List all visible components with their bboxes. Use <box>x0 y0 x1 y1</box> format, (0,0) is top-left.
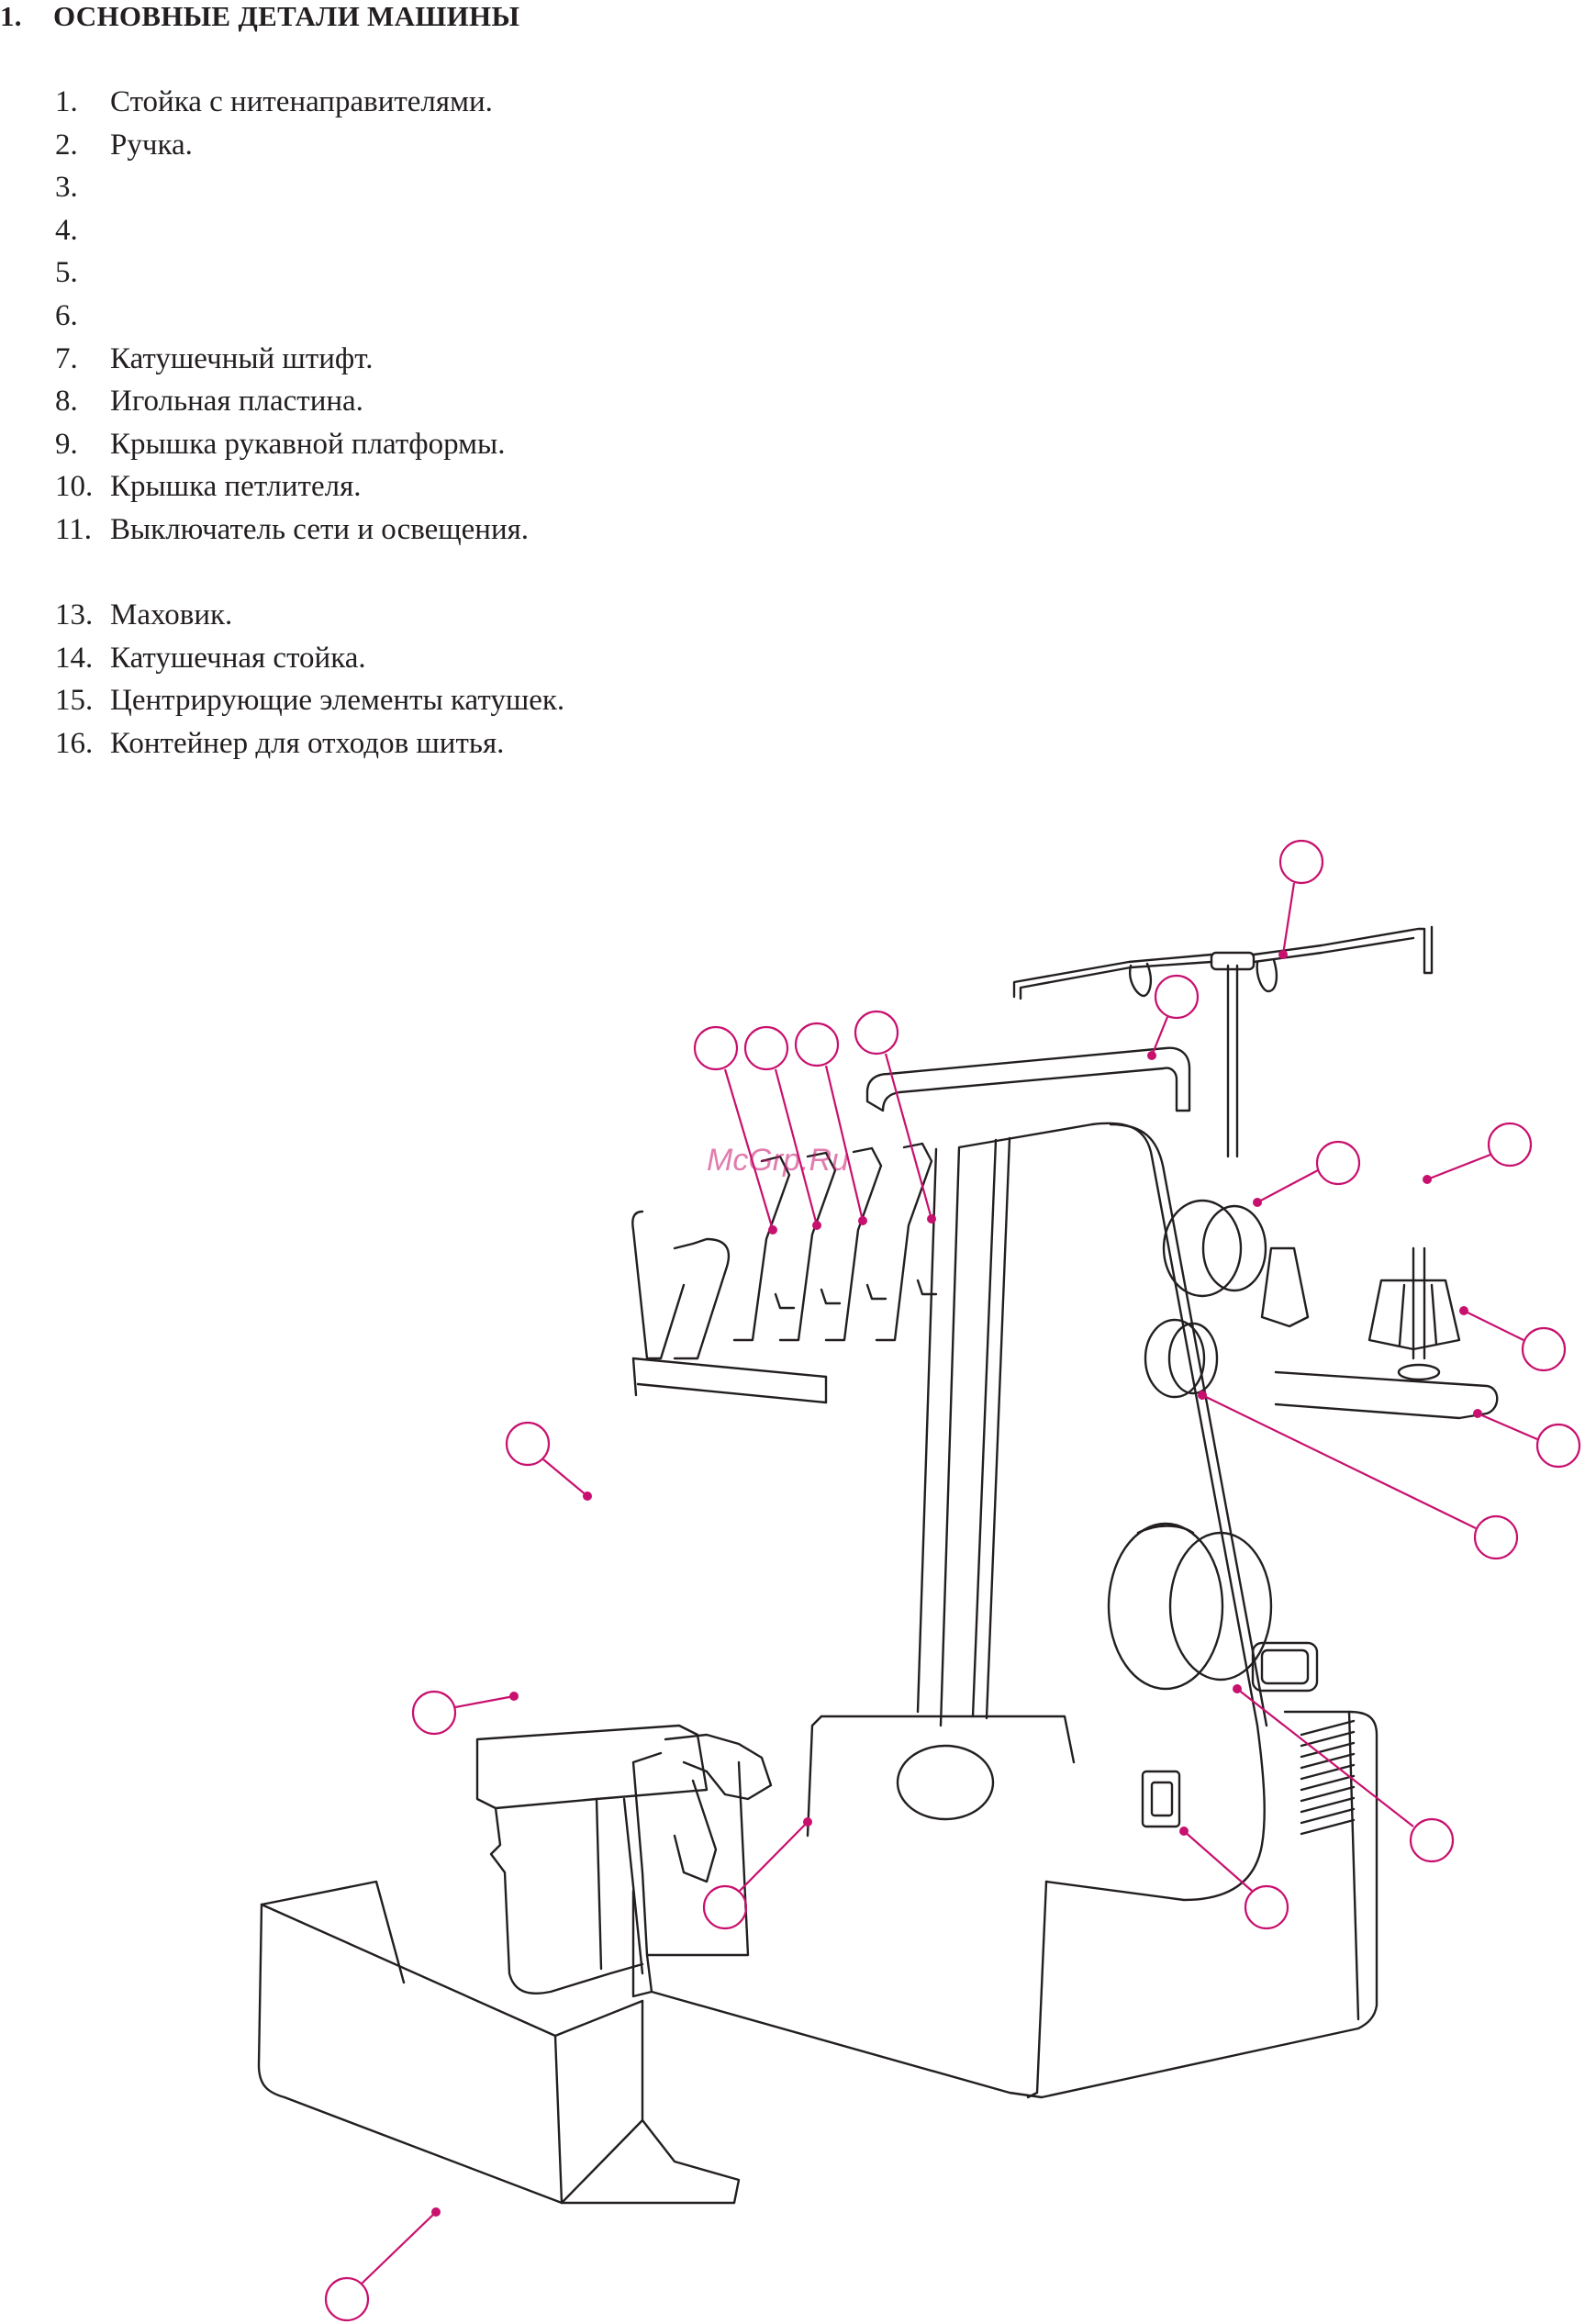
item-number: 15. <box>55 684 94 718</box>
item-number: 7. <box>55 341 78 375</box>
list-item: 2. Ручка. <box>55 124 564 167</box>
callout-1-icon <box>1278 839 1324 885</box>
handle-icon <box>865 1046 1191 1112</box>
item-label: Катушечная стойка. <box>110 641 366 675</box>
item-number: 8. <box>55 385 78 419</box>
item-number: 4. <box>55 213 78 247</box>
callout-dots <box>431 950 1482 2217</box>
item-number: 6. <box>55 298 78 332</box>
list-item: 3. <box>55 166 564 209</box>
item-label: Ручка. <box>110 128 193 162</box>
item-number: 13. <box>55 598 94 632</box>
list-item: 11. Выключатель сети и освещения. <box>55 508 564 552</box>
item-number: 10. <box>55 470 94 504</box>
callout-3-icon <box>693 1025 739 1071</box>
list-item: 14. Катушечная стойка. <box>55 637 564 680</box>
callout-12-icon <box>505 1421 551 1467</box>
callout-8-icon <box>1315 1140 1361 1186</box>
overlock-illustration: McGrp.Ru <box>257 839 1581 2322</box>
callout-9-icon <box>1521 1326 1567 1372</box>
item-number: 16. <box>55 726 94 760</box>
spool-holder-icon <box>1260 1246 1499 1420</box>
list-item: 6. <box>55 295 564 338</box>
item-number: 11. <box>55 512 93 546</box>
thread-stand-icon <box>1012 925 1434 1158</box>
callout-5-icon <box>794 1022 840 1067</box>
item-label: Крышка петлителя. <box>110 470 362 504</box>
callout-17-icon <box>324 2276 370 2322</box>
callout-2-icon <box>1154 974 1200 1020</box>
watermark-text: McGrp.Ru <box>707 1143 849 1178</box>
list-item: 13. Маховик. <box>55 594 564 637</box>
item-label: Маховик. <box>110 598 233 632</box>
list-item: 5. <box>55 251 564 295</box>
item-number: 14. <box>55 641 94 675</box>
list-item: 16. Контейнер для отходов шитья. <box>55 722 564 765</box>
item-label: Катушечный штифт. <box>110 341 374 375</box>
item-label: Контейнер для отходов шитья. <box>110 726 505 760</box>
section-number: 1. <box>0 0 22 32</box>
section-heading: 1. ОСНОВНЫЕ ДЕТАЛИ МАШИНЫ <box>0 0 519 33</box>
item-number: 9. <box>55 427 78 461</box>
item-label: Игольная пластина. <box>110 385 363 419</box>
item-label: Выключатель сети и освещения. <box>110 512 530 546</box>
item-number: 3. <box>55 171 78 205</box>
list-item: 9. Крышка рукавной платформы. <box>55 423 564 466</box>
list-item: 1. Стойка с нитенаправителями. <box>55 81 564 124</box>
callout-6-icon <box>854 1010 899 1056</box>
list-item: 7. Катушечный штифт. <box>55 338 564 381</box>
item-number: 5. <box>55 256 78 290</box>
callout-7-icon <box>1487 1122 1533 1168</box>
callout-4-icon <box>743 1025 789 1071</box>
list-item: 8. Игольная пластина. <box>55 380 564 423</box>
callout-13-icon <box>411 1690 457 1736</box>
callout-11-icon <box>1473 1514 1519 1560</box>
callout-15-icon <box>1244 1884 1289 1930</box>
machine-diagram: McGrp.Ru <box>0 808 1585 2324</box>
item-number: 1. <box>55 85 78 118</box>
item-number: 2. <box>55 128 78 162</box>
item-label: Центрирующие элементы катушек. <box>110 684 565 718</box>
waste-container-icon <box>257 1880 741 2205</box>
list-item: 4. <box>55 209 564 252</box>
section-title: ОСНОВНЫЕ ДЕТАЛИ МАШИНЫ <box>53 0 520 32</box>
callout-14-icon <box>702 1884 748 1930</box>
callout-16-icon <box>1409 1817 1455 1863</box>
callout-10-icon <box>1535 1423 1581 1469</box>
item-label: Крышка рукавной платформы. <box>110 427 506 461</box>
callouts <box>324 839 1581 2322</box>
parts-list: 1. Стойка с нитенаправителями. 2. Ручка. 3… <box>55 81 564 765</box>
list-item: 10. Крышка петлителя. <box>55 465 564 508</box>
list-gap <box>55 552 564 595</box>
item-label: Стойка с нитенаправителями. <box>110 85 493 118</box>
list-item: 15. Центрирующие элементы катушек. <box>55 679 564 722</box>
machine-body <box>475 1122 1379 2099</box>
